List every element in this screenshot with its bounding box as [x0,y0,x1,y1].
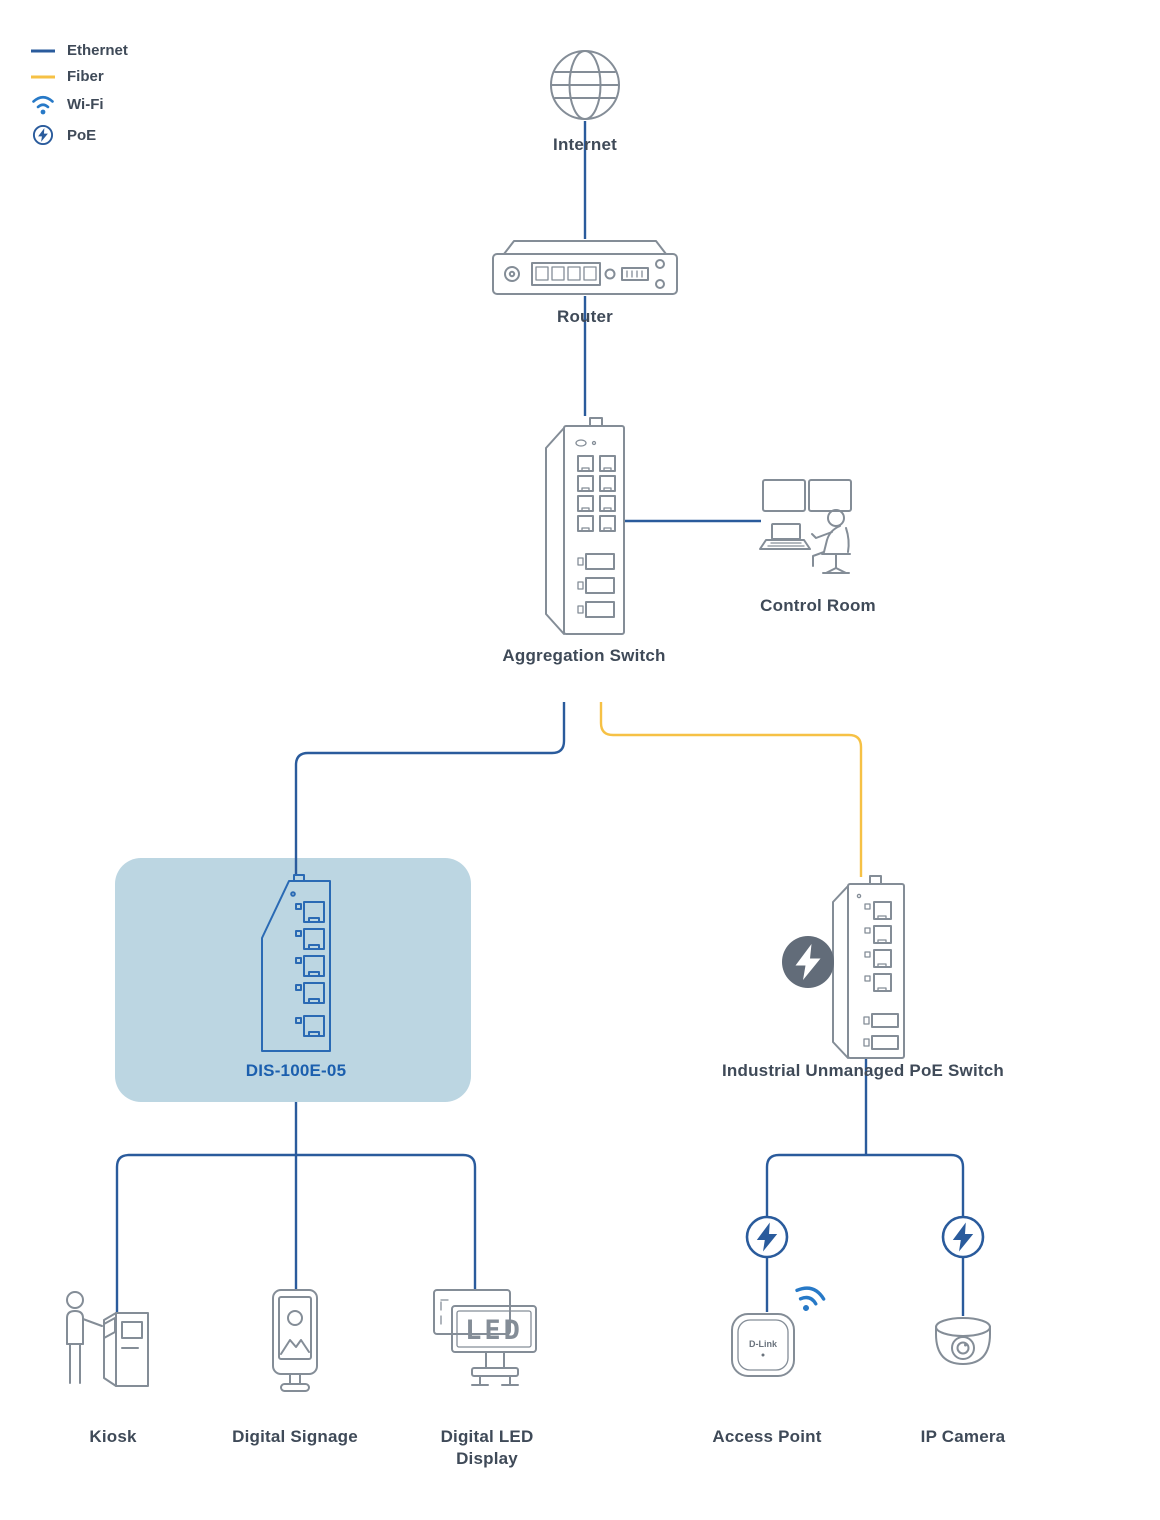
access-point-brand-text: D-Link [749,1339,778,1349]
legend-item-poe: PoE [28,124,128,146]
access-point-device: D-Link [726,1286,830,1386]
industrial-poe-switch-label: Industrial Unmanaged PoE Switch [721,1061,1005,1080]
control-room-label: Control Room [760,596,876,615]
kiosk-graphic [58,1286,170,1398]
aggregation-switch-label: Aggregation Switch [502,646,666,665]
digital-signage-label: Digital Signage [232,1427,358,1446]
router-label: Router [557,307,613,326]
access-point-label: Access Point [712,1427,822,1446]
digital-led-display-label: Digital LED Display [440,1427,534,1469]
control-room-graphic [759,476,875,588]
legend-item-ethernet: Ethernet [28,42,128,59]
legend-label: Fiber [67,68,104,85]
poe-badge-accesspoint-icon [744,1214,790,1260]
dis-switch-highlight-box [115,858,471,1102]
router-device [490,236,680,300]
fiber-line-icon [28,74,58,80]
aggregation-switch-device [534,416,634,638]
digital-led-display-graphic: LED [420,1288,554,1400]
legend-label: PoE [67,126,97,144]
ip-camera-device [923,1312,1003,1394]
legend-item-fiber: Fiber [28,68,128,85]
edge-poeswitch-ap-camera-bus [765,1153,965,1316]
legend-label: Ethernet [67,42,128,59]
wifi-icon [28,94,58,115]
edge-aggswitch-poeswitch-fiber [599,702,863,877]
kiosk-label: Kiosk [89,1427,137,1446]
legend-item-wifi: Wi-Fi [28,94,128,115]
poe-badge-switch-icon [780,934,836,990]
poe-icon [28,124,58,146]
industrial-poe-switch-device [822,875,912,1060]
legend: Ethernet Fiber Wi-Fi [28,42,128,155]
legend-label: Wi-Fi [67,96,104,113]
ip-camera-label: IP Camera [920,1427,1006,1446]
digital-signage-graphic [264,1288,326,1400]
edge-dis-kiosk-led-bus [115,1153,477,1313]
dis-100e-05-device [257,874,335,1056]
edge-aggswitch-dis [294,702,566,875]
led-screen-text: LED [465,1315,523,1346]
poe-badge-camera-icon [940,1214,986,1260]
wifi-signal-icon [795,1286,826,1311]
ethernet-line-icon [28,48,58,54]
internet-globe-icon [548,48,622,122]
internet-label: Internet [553,135,617,154]
dis-switch-label: DIS-100E-05 [245,1061,347,1080]
